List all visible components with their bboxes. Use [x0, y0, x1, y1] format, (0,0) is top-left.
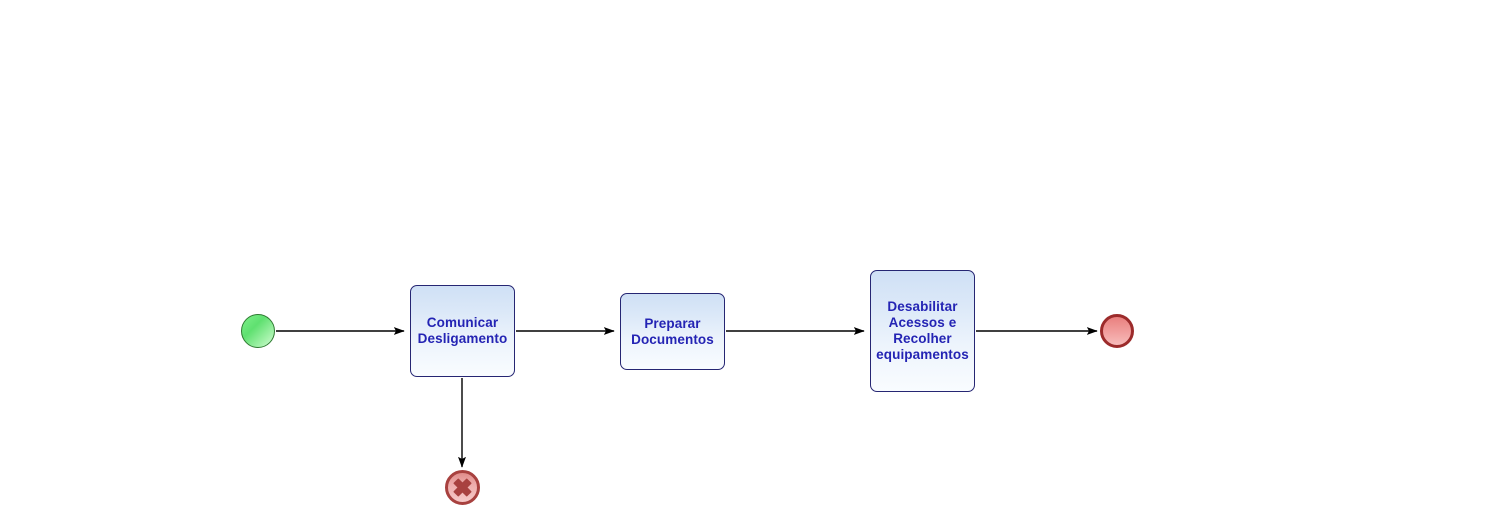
end-event[interactable]	[1100, 314, 1134, 348]
task-preparar-documentos-label: Preparar Documentos	[631, 315, 714, 347]
task-comunicar-desligamento-label: Comunicar Desligamento	[417, 315, 508, 346]
start-event[interactable]	[241, 314, 275, 348]
task-comunicar-desligamento[interactable]: Comunicar Desligamento	[410, 285, 515, 377]
task-desabilitar-acessos[interactable]: Desabilitar Acessos e Recolher equipamen…	[870, 270, 975, 392]
cancel-end-event[interactable]	[445, 470, 480, 505]
task-desabilitar-acessos-label: Desabilitar Acessos e Recolher equipamen…	[876, 299, 969, 362]
cancel-x-icon	[453, 478, 472, 497]
task-preparar-documentos[interactable]: Preparar Documentos	[620, 293, 725, 370]
